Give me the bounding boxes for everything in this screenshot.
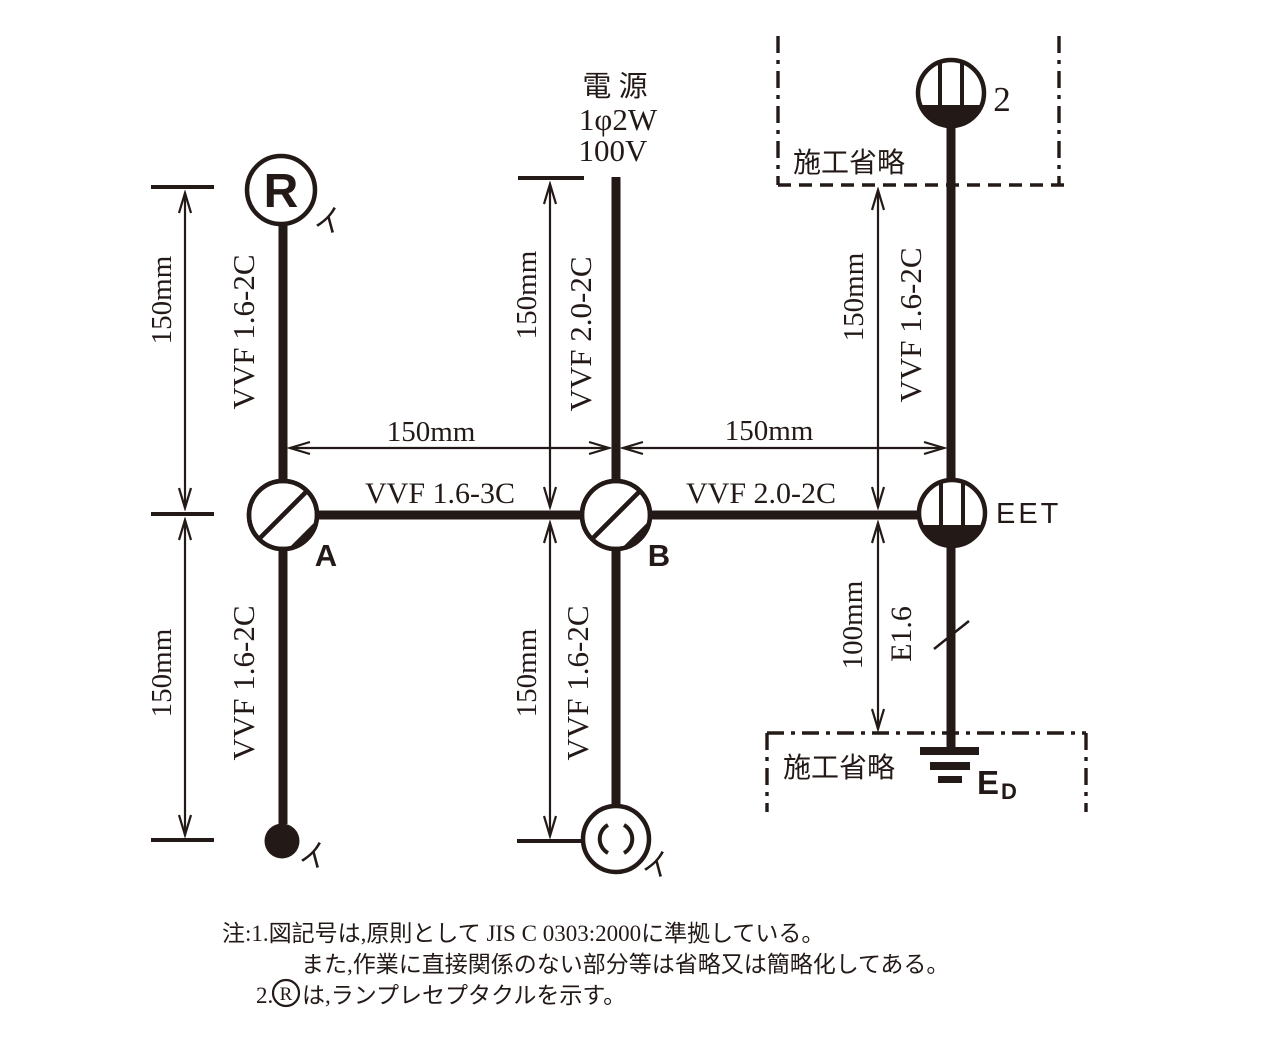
- note-line3-prefix: 2.: [256, 983, 273, 1008]
- lamp-receptacle-letter: R: [264, 165, 299, 218]
- cable-label-a-to-b: VVF 1.6-3C: [365, 477, 515, 510]
- top-box-label: 施工省略: [793, 147, 905, 179]
- note-line3-symbol: R: [280, 984, 293, 1005]
- notes: 注:1.図記号は,原則として JIS C 0303:2000に準拠している。 ま…: [222, 921, 949, 1008]
- note-line2: また,作業に直接関係のない部分等は省略又は簡略化してある。: [301, 952, 949, 977]
- junction-box-a-icon: [246, 478, 320, 552]
- ground-label-sub: D: [1001, 779, 1017, 804]
- wires: [278, 112, 956, 824]
- wall-outlet-eet-icon: [916, 477, 988, 549]
- dim-label-left-upper: 150mm: [146, 255, 178, 344]
- dim-label-left-lower: 150mm: [146, 628, 178, 717]
- branch-label-ceiling: イ: [638, 847, 676, 887]
- cable-label-b-to-eet: VVF 2.0-2C: [686, 477, 836, 510]
- power-voltage: 100V: [579, 133, 649, 168]
- cable-label-left-bottom: VVF 1.6-2C: [226, 605, 261, 760]
- dimension-lines: [151, 176, 944, 843]
- switch-icon: [264, 823, 300, 859]
- outlet-top-count-label: 2: [993, 80, 1011, 119]
- dim-label-b-to-eet: 150mm: [725, 415, 814, 447]
- lamp-receptacle-icon: R: [244, 153, 318, 227]
- junction-b-label: B: [648, 538, 670, 573]
- cable-label-earth: E1.6: [885, 606, 918, 662]
- cable-label-center-top: VVF 2.0-2C: [563, 256, 598, 411]
- dim-label-a-to-b: 150mm: [387, 416, 476, 448]
- junction-a-label: A: [315, 538, 337, 573]
- ground-icon: [920, 747, 979, 783]
- dim-label-center-upper: 150mm: [511, 250, 543, 339]
- dim-label-right-upper: 150mm: [838, 252, 870, 341]
- dim-label-right-lower: 100mm: [837, 580, 869, 669]
- power-phase: 1φ2W: [579, 102, 658, 137]
- ground-label-main: E: [977, 764, 999, 801]
- outlet-eet-label: EET: [996, 498, 1061, 530]
- branch-label-receptacle: イ: [310, 203, 348, 243]
- dim-label-center-lower: 150mm: [511, 628, 543, 717]
- ceiling-rosette-icon: [580, 803, 652, 875]
- cable-label-left-top: VVF 1.6-2C: [226, 254, 261, 409]
- wall-outlet-top-icon: [915, 57, 987, 129]
- cable-label-right-top: VVF 1.6-2C: [893, 247, 928, 402]
- earth-wire-slash: [933, 620, 970, 650]
- junction-box-b-icon: [579, 478, 653, 552]
- circled-r-icon: R: [271, 978, 301, 1008]
- branch-label-switch: イ: [295, 838, 333, 878]
- cable-label-center-bottom: VVF 1.6-2C: [560, 605, 595, 760]
- bottom-box-label: 施工省略: [783, 752, 895, 784]
- note-line3-suffix: は,ランプレセプタクルを示す。: [302, 983, 626, 1008]
- omitted-boxes: [765, 36, 1088, 812]
- note-line1: 注:1.図記号は,原則として JIS C 0303:2000に準拠している。: [222, 921, 824, 946]
- power-title: 電 源: [582, 70, 647, 103]
